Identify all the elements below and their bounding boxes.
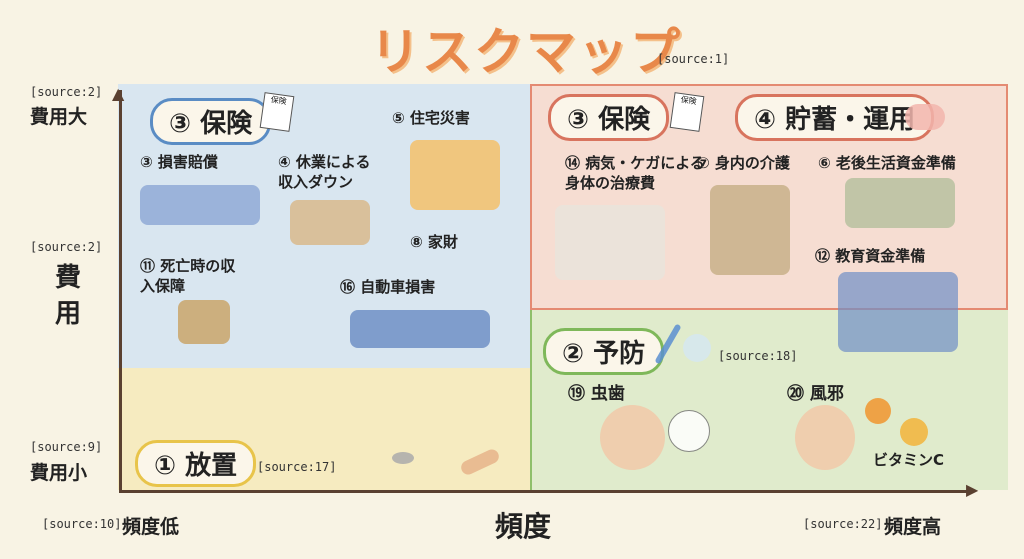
car-crash-illustration bbox=[350, 310, 490, 348]
prevention-label: ② 予防 bbox=[543, 328, 665, 375]
insurance-label-right: ③ 保険 bbox=[548, 94, 670, 141]
y-axis-arrow-icon: ▲ bbox=[112, 84, 125, 103]
source-low-cost: [source:9] bbox=[30, 440, 103, 454]
piggy-bank-icon bbox=[905, 104, 945, 130]
risk-item: ⑲ 虫歯 bbox=[568, 384, 625, 404]
axis-frequency-high: 頻度高 bbox=[884, 516, 942, 538]
risk-item: ⑤ 住宅災害 bbox=[392, 109, 470, 127]
source-high-cost: [source:2] bbox=[30, 85, 103, 99]
risk-item: ⑧ 家財 bbox=[410, 233, 458, 251]
insurance-document-icon: 保険 bbox=[259, 92, 295, 132]
page-title: リスクマップ bbox=[370, 23, 682, 81]
coin-icon bbox=[392, 452, 414, 464]
axis-frequency: 頻度 bbox=[495, 510, 552, 543]
neglect-label: ① 放置 bbox=[135, 440, 257, 487]
axis-cost: 費用 bbox=[55, 263, 82, 329]
orange-icon bbox=[865, 398, 891, 424]
savings-label: ④ 貯蓄・運用 bbox=[735, 94, 935, 141]
risk-item: ⑪ 死亡時の収入保障 bbox=[140, 257, 236, 295]
insurance-label: ③ 保険 bbox=[150, 98, 272, 145]
risk-item: ③ 損害賠償 bbox=[140, 153, 218, 171]
insurance-document-icon: 保険 bbox=[669, 92, 705, 132]
risk-item: ⑫ 教育資金準備 bbox=[815, 247, 926, 265]
source-title: [source:1] bbox=[657, 52, 730, 66]
bed-illustration bbox=[290, 200, 370, 245]
axis-cost-high: 費用大 bbox=[30, 106, 88, 128]
vitamin-c-icon bbox=[900, 418, 928, 446]
axis-cost-low: 費用小 bbox=[30, 462, 88, 484]
x-axis-arrow-icon: ▶ bbox=[966, 480, 979, 499]
risk-item: ⑯ 自動車損害 bbox=[340, 278, 436, 296]
source-neglect: [source:17] bbox=[257, 460, 337, 474]
risk-item: ⑳ 風邪 bbox=[787, 384, 844, 404]
vitamin-c-label: ビタミンC bbox=[873, 451, 945, 469]
x-axis bbox=[119, 490, 974, 493]
source-high-freq: [source:22] bbox=[803, 517, 883, 531]
caregiving-illustration bbox=[710, 185, 790, 275]
child-brushing-teeth-illustration bbox=[600, 405, 665, 470]
source-low-freq: [source:10] bbox=[42, 517, 122, 531]
risk-item: ⑭ 病気・ケガによる身体の治療費 bbox=[565, 154, 705, 192]
source-cost: [source:2] bbox=[30, 240, 103, 254]
family-photo-illustration bbox=[178, 300, 230, 344]
risk-item: ⑦ 身内の介護 bbox=[697, 154, 790, 172]
risk-item: ⑥ 老後生活資金準備 bbox=[818, 154, 956, 172]
risk-item: ④ 休業による収入ダウン bbox=[278, 153, 371, 191]
elderly-couple-illustration bbox=[845, 178, 955, 228]
source-prevention: [source:18] bbox=[718, 349, 798, 363]
tooth-icon bbox=[668, 410, 710, 452]
y-axis bbox=[119, 90, 122, 492]
hospital-illustration bbox=[555, 205, 665, 280]
axis-frequency-low: 頻度低 bbox=[122, 516, 180, 538]
house-fire-illustration bbox=[410, 140, 500, 210]
child-with-mask-illustration bbox=[795, 405, 855, 470]
handwashing-icon bbox=[683, 334, 711, 362]
car-accident-illustration bbox=[140, 185, 260, 225]
schoolgirl-illustration bbox=[838, 272, 958, 352]
